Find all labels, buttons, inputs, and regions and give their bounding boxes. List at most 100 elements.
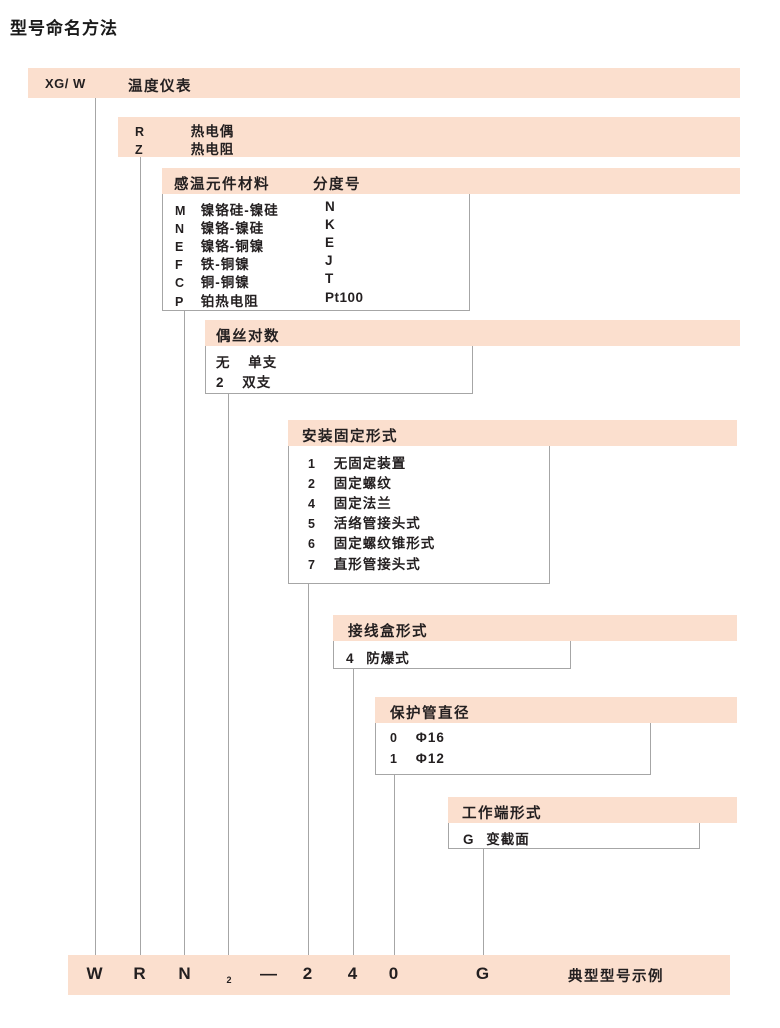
mounting-code-3: 5 xyxy=(308,517,316,531)
connector-line-working-end xyxy=(483,849,484,955)
example-char-3: 2 xyxy=(226,975,232,985)
sensor-type-name-0: 热电偶 xyxy=(190,124,235,139)
material-code-5: P xyxy=(175,295,184,309)
mounting-panel xyxy=(288,446,550,584)
element-material-panel xyxy=(162,194,470,311)
tube-diameter-panel xyxy=(375,723,651,775)
junction-box-label: 接线盒形式 xyxy=(348,624,428,640)
material-row-5: P 铂热电阻 Pt100 xyxy=(175,290,363,310)
mounting-name-0: 无固定装置 xyxy=(333,456,407,471)
material-grade-5: Pt100 xyxy=(325,290,364,305)
wire-pairs-code-0: 无 xyxy=(216,355,231,370)
mounting-code-1: 2 xyxy=(308,477,316,491)
working-end-code-0: G xyxy=(463,832,475,847)
wire-pairs-row-1: 2 双支 xyxy=(216,371,271,391)
sensor-type-code-1: Z xyxy=(135,143,144,157)
connector-line-tube-diameter xyxy=(394,775,395,955)
junction-box-code-0: 4 xyxy=(346,651,355,666)
connector-line-junction-box xyxy=(353,669,354,955)
element-material-label: 感温元件材料 xyxy=(174,177,270,193)
tube-diameter-row-0: 0 Φ16 xyxy=(390,730,445,745)
material-row-0: M 镍铬硅-镍硅 N xyxy=(175,199,335,219)
connector-line-instrument xyxy=(95,98,96,955)
instrument-label: 温度仪表 xyxy=(128,79,192,95)
wire-pairs-name-1: 双支 xyxy=(242,375,272,390)
mounting-code-5: 7 xyxy=(308,558,316,572)
wire-pairs-row-0: 无 单支 xyxy=(216,351,277,371)
material-code-0: M xyxy=(175,204,186,218)
material-grade-4: T xyxy=(325,271,334,286)
material-grade-2: E xyxy=(325,235,335,250)
section-bar-junction-box xyxy=(333,615,737,641)
mounting-code-0: 1 xyxy=(308,457,316,471)
example-char-4: — xyxy=(260,964,278,983)
example-char-1: R xyxy=(133,964,147,983)
material-name-0: 镍铬硅-镍硅 xyxy=(200,203,279,218)
junction-box-name-0: 防爆式 xyxy=(366,651,410,666)
tube-diameter-row-1: 1 Φ12 xyxy=(390,751,445,766)
wire-pairs-name-0: 单支 xyxy=(248,355,278,370)
section-bar-instrument xyxy=(28,68,740,98)
example-char-0: W xyxy=(86,964,104,983)
mounting-name-3: 活络管接头式 xyxy=(333,516,421,531)
material-row-2: E 镍铬-铜镍 E xyxy=(175,235,334,255)
material-row-1: N 镍铬-镍硅 K xyxy=(175,217,335,237)
sensor-type-name-1: 热电阻 xyxy=(190,142,235,157)
sensor-type-code-0: R xyxy=(135,125,145,139)
example-char-7: 0 xyxy=(388,964,400,983)
tube-diameter-label: 保护管直径 xyxy=(390,706,470,722)
connector-line-material xyxy=(184,311,185,955)
mounting-code-4: 6 xyxy=(308,537,316,551)
wire-pairs-code-1: 2 xyxy=(216,375,225,390)
instrument-code: XG/ W xyxy=(45,76,86,91)
example-note: 典型型号示例 xyxy=(568,969,664,985)
material-name-1: 镍铬-镍硅 xyxy=(200,221,265,236)
wire-pairs-panel xyxy=(205,346,473,394)
working-end-label: 工作端形式 xyxy=(462,806,542,822)
sensor-type-row-1: Z 热电阻 xyxy=(135,138,234,158)
junction-box-panel xyxy=(333,641,571,669)
example-char-8: G xyxy=(475,964,491,983)
mounting-row-0: 1 无固定装置 xyxy=(308,452,406,472)
mounting-label: 安装固定形式 xyxy=(302,429,398,445)
tube-diameter-code-0: 0 xyxy=(390,731,398,745)
section-bar-tube-diameter xyxy=(375,697,737,723)
mounting-name-5: 直形管接头式 xyxy=(333,557,421,572)
material-name-5: 铂热电阻 xyxy=(200,294,259,309)
sensor-type-row-0: R 热电偶 xyxy=(135,120,234,140)
section-bar-element-material xyxy=(162,168,740,194)
working-end-panel xyxy=(448,823,700,849)
section-bar-mounting xyxy=(288,420,737,446)
connector-line-sensor-type xyxy=(140,157,141,955)
junction-box-row-0: 4 防爆式 xyxy=(346,647,410,667)
material-grade-0: N xyxy=(325,199,336,214)
mounting-row-1: 2 固定螺纹 xyxy=(308,472,392,492)
section-bar-working-end xyxy=(448,797,737,823)
mounting-row-2: 4 固定法兰 xyxy=(308,492,392,512)
section-bar-wire-pairs xyxy=(205,320,740,346)
mounting-row-3: 5 活络管接头式 xyxy=(308,512,421,532)
material-grade-1: K xyxy=(325,217,336,232)
material-row-3: F 铁-铜镍 J xyxy=(175,253,333,273)
page-title: 型号命名方法 xyxy=(10,19,118,38)
material-code-3: F xyxy=(175,258,184,272)
wire-pairs-label: 偶丝对数 xyxy=(216,329,280,345)
material-row-4: C 铜-铜镍 T xyxy=(175,271,333,291)
mounting-name-2: 固定法兰 xyxy=(333,496,392,511)
working-end-row-0: G 变截面 xyxy=(463,828,530,848)
mounting-row-5: 7 直形管接头式 xyxy=(308,553,421,573)
material-name-2: 镍铬-铜镍 xyxy=(200,239,265,254)
working-end-name-0: 变截面 xyxy=(486,832,530,847)
mounting-row-4: 6 固定螺纹锥形式 xyxy=(308,532,435,552)
connector-line-mounting xyxy=(308,584,309,955)
tube-diameter-name-1: Φ12 xyxy=(415,751,445,766)
material-name-3: 铁-铜镍 xyxy=(200,257,250,272)
connector-line-wire-pairs xyxy=(228,394,229,955)
material-name-4: 铜-铜镍 xyxy=(200,275,250,290)
section-bar-sensor-type xyxy=(118,117,740,157)
material-code-2: E xyxy=(175,240,184,254)
mounting-code-2: 4 xyxy=(308,497,316,511)
example-char-5: 2 xyxy=(302,964,314,983)
material-code-1: N xyxy=(175,222,185,236)
mounting-name-1: 固定螺纹 xyxy=(333,476,392,491)
